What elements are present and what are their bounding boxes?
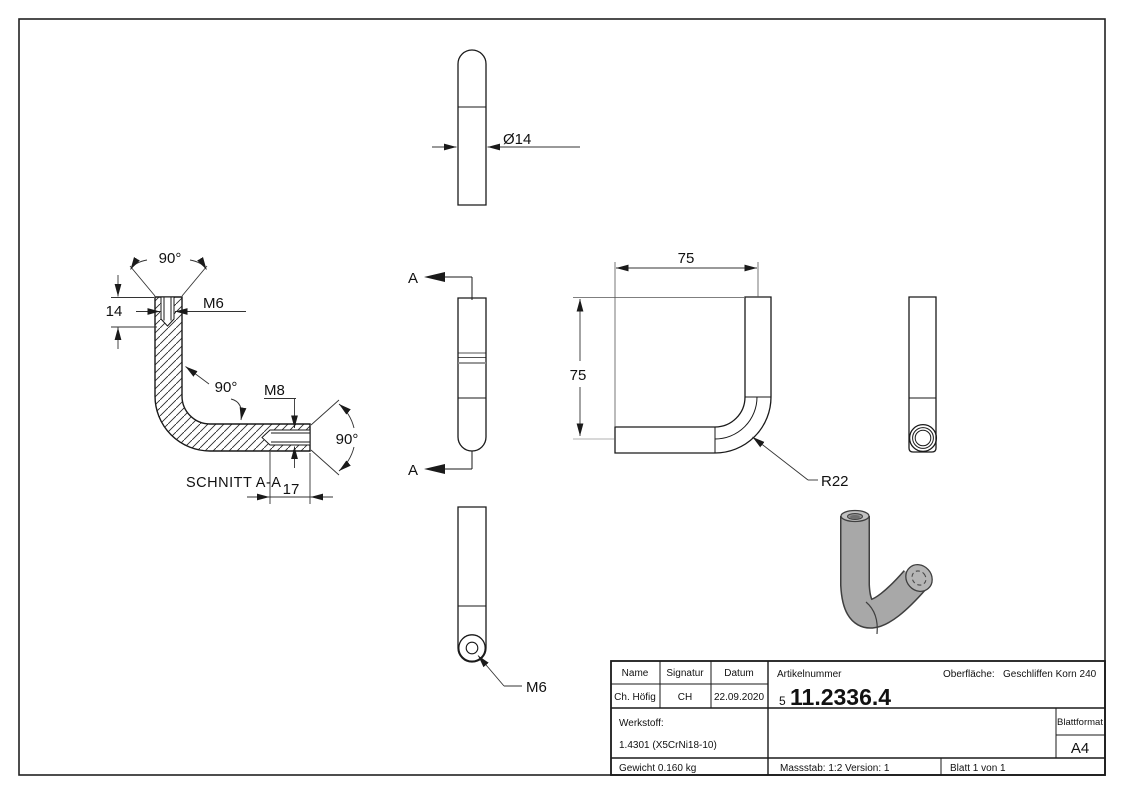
tb-surface-value: Geschliffen Korn 240	[1003, 669, 1097, 680]
sheet-border	[18, 18, 1106, 776]
tb-date-value: 22.09.2020	[714, 692, 764, 703]
section-arrow-bottom	[424, 451, 473, 474]
tb-article-number: 11.2336.4	[790, 684, 891, 710]
section-title: SCHNITT A-A	[186, 475, 281, 491]
view-rod-side-section-line: A A	[408, 270, 487, 479]
3d-top-face	[840, 509, 870, 523]
tb-article-prefix: 5	[779, 694, 786, 708]
dim-dia14-label: Ø14	[503, 131, 531, 148]
tb-material-value: 1.4301 (X5CrNi18-10)	[619, 740, 717, 751]
tb-name-value: Ch. Höfig	[614, 692, 656, 703]
tb-sheet: Blatt 1 von 1	[950, 763, 1006, 774]
dim-75-vertical: 75	[570, 367, 587, 384]
dim-angle-bend: 90°	[215, 379, 238, 396]
tb-format-label: Blattformat	[1057, 717, 1103, 728]
dim-17-label: 17	[283, 481, 300, 498]
tb-date-header: Datum	[724, 668, 753, 679]
dim-m6-section-label: M6	[203, 295, 224, 312]
view-rod-top: Ø14	[432, 49, 580, 206]
m6-hole	[160, 296, 175, 327]
dim-m8-label: M8	[264, 382, 285, 399]
tb-name-header: Name	[622, 668, 649, 679]
view-3d-isometric	[840, 509, 933, 635]
dim-angle-top: 90°	[159, 250, 182, 267]
view-right-side	[908, 296, 938, 453]
view-front-bent-rod: 75 75 R22	[570, 250, 849, 490]
section-arrow-top	[424, 272, 473, 300]
tb-article-label: Artikelnummer	[777, 669, 842, 680]
tb-format-value: A4	[1071, 740, 1089, 757]
tb-scale: Massstab: 1:2	[780, 763, 843, 774]
tb-material-label: Werkstoff:	[619, 718, 664, 729]
dim-m6-end-label: M6	[526, 679, 547, 696]
view-section-a-a: 90° 90° 90° 14 M6 M8 17 SCHNITT A-A	[106, 250, 359, 504]
tb-weight: Gewicht 0.160 kg	[619, 763, 696, 774]
tb-surface-label: Oberfläche:	[943, 669, 995, 680]
view-rod-bottom-m6: M6	[457, 506, 547, 696]
dim-14-label: 14	[106, 303, 123, 320]
dim-r22-label: R22	[821, 473, 849, 490]
title-block: Name Signatur Datum Ch. Höfig CH 22.09.2…	[610, 660, 1106, 776]
section-mark-label-top: A	[408, 270, 418, 287]
dim-angle-end: 90°	[336, 431, 359, 448]
m8-hole	[261, 429, 311, 446]
tb-version: Version: 1	[845, 763, 890, 774]
tb-signature-value: CH	[678, 692, 692, 703]
section-mark-label-bottom: A	[408, 462, 418, 479]
3d-end-face	[905, 564, 933, 592]
dim-75-horizontal: 75	[678, 250, 695, 267]
tb-signature-header: Signatur	[666, 668, 704, 679]
